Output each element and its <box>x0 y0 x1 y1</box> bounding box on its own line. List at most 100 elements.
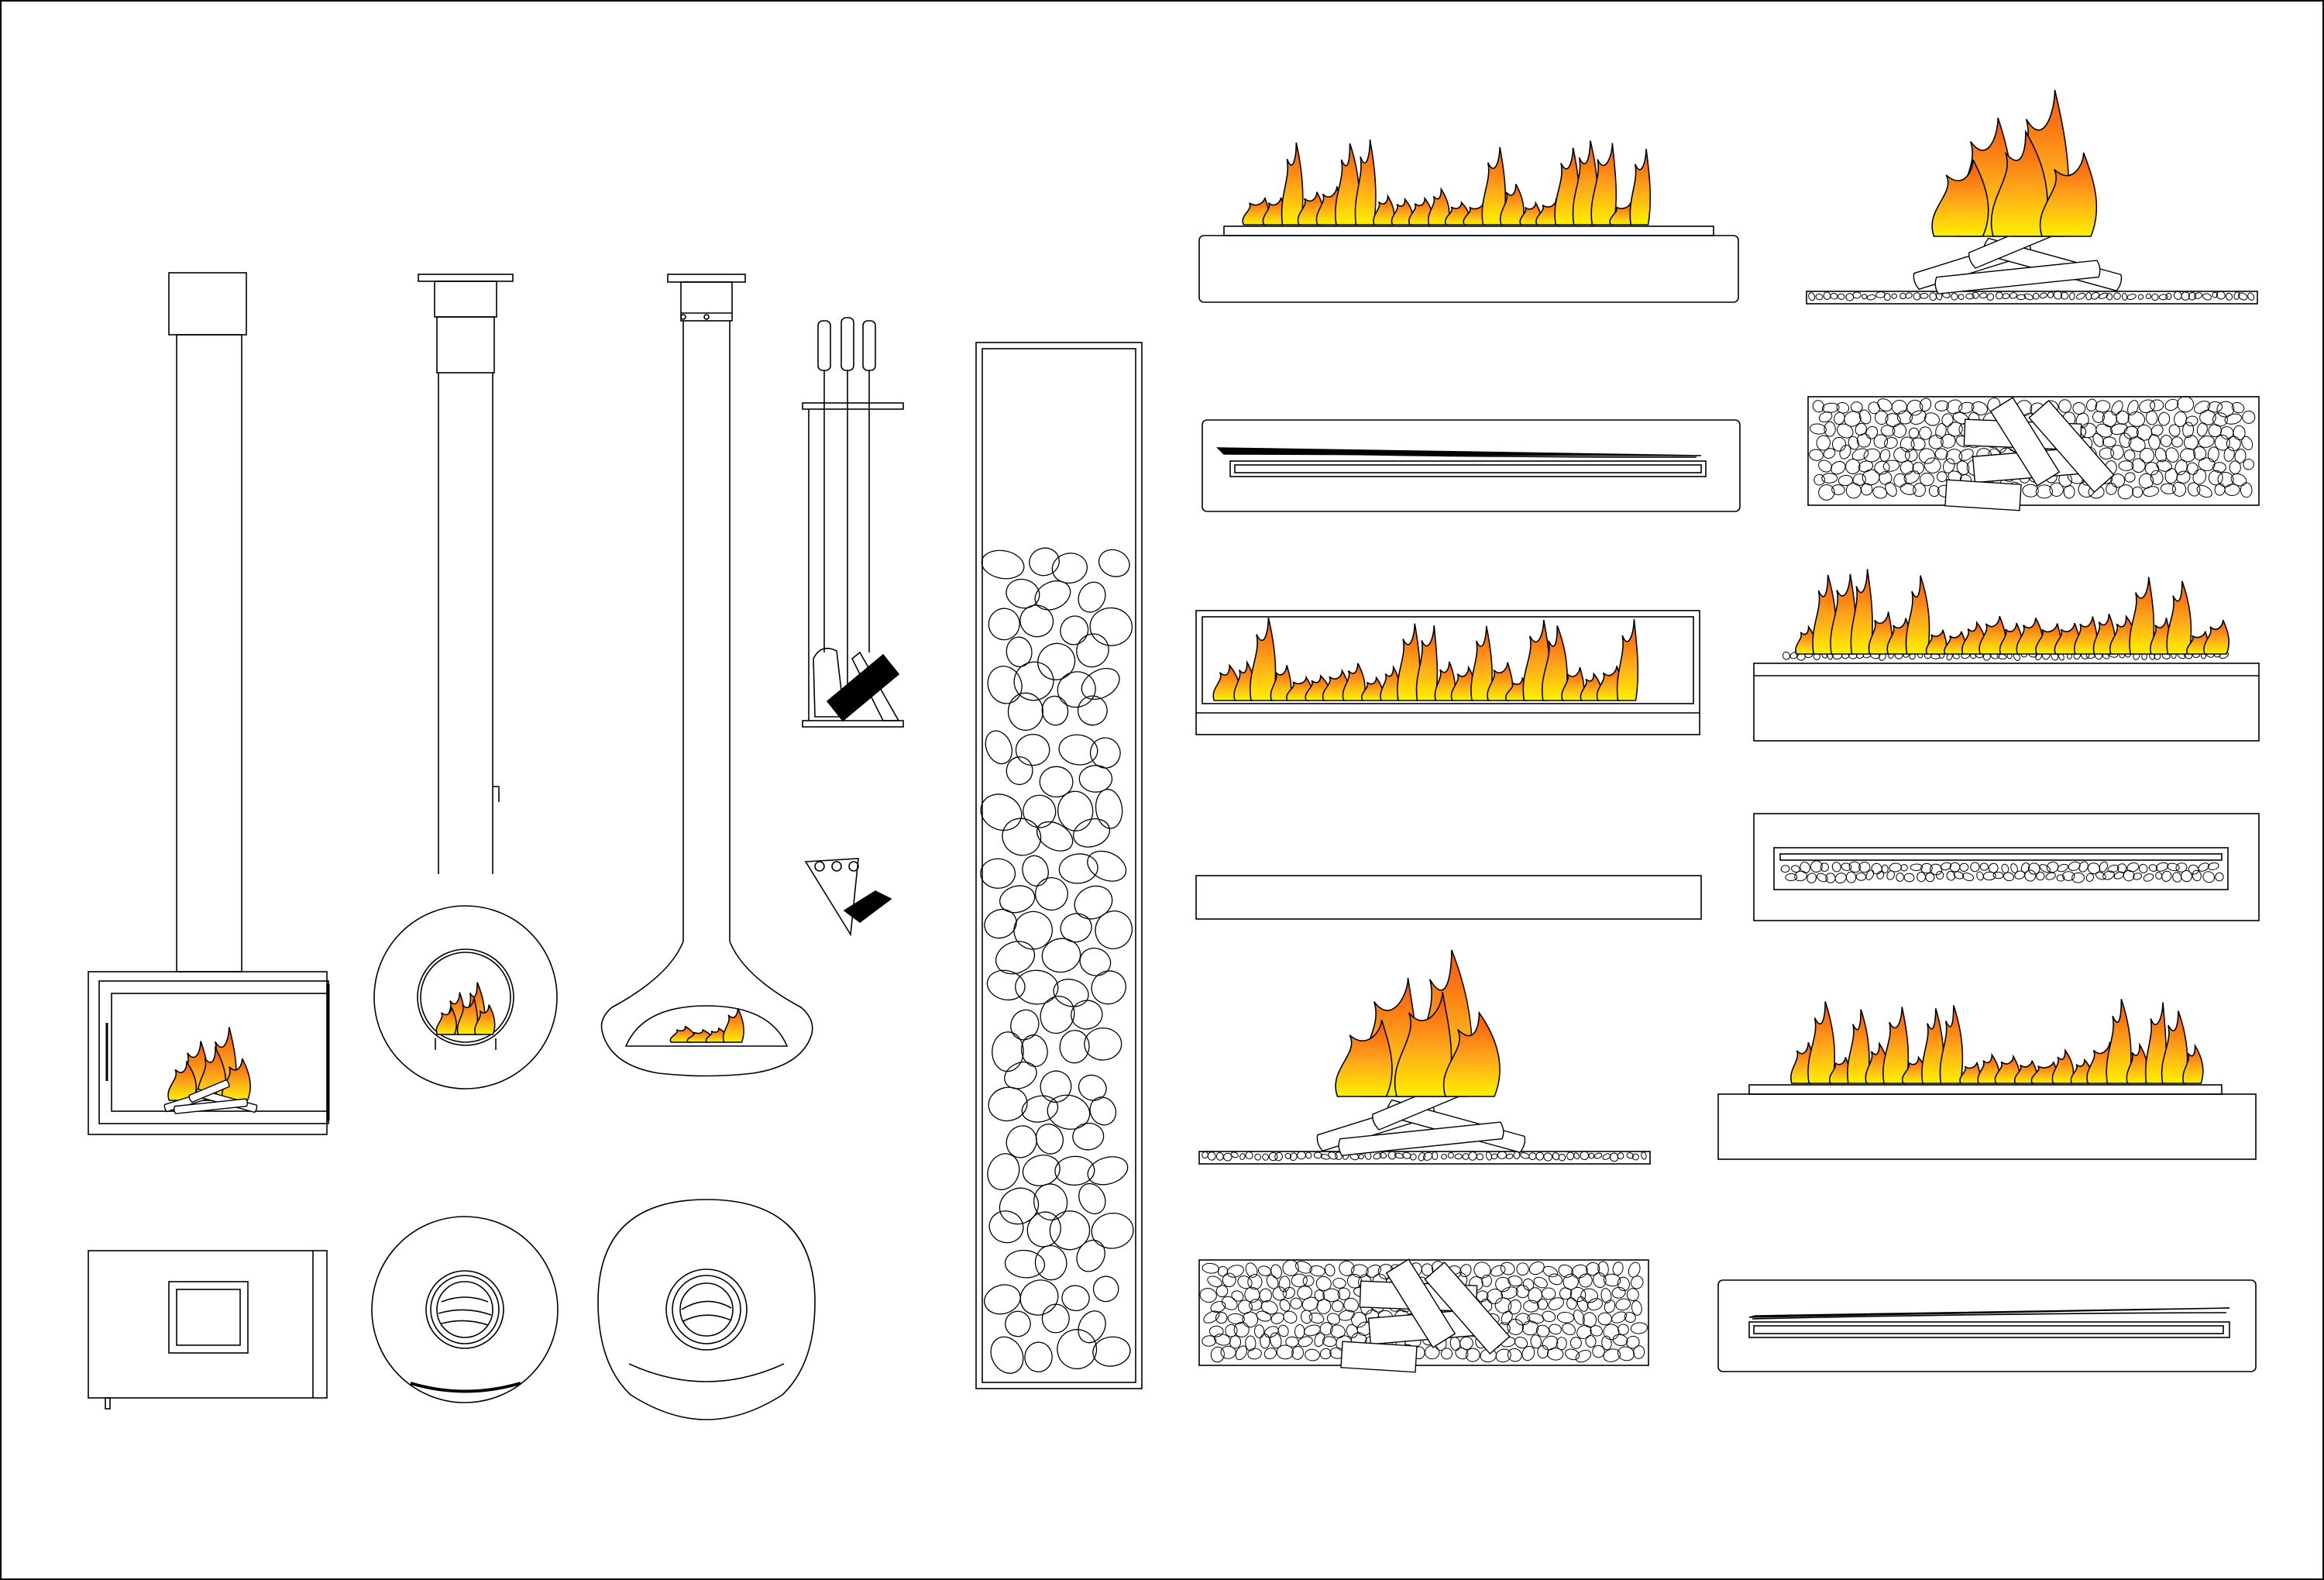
pebble-icon <box>1316 1299 1332 1314</box>
pebble-icon <box>2106 483 2117 495</box>
pebble-icon <box>1015 969 1059 1005</box>
pebble-icon <box>1628 1262 1641 1278</box>
pebble-icon <box>2187 462 2199 475</box>
pebble-icon <box>1908 427 1920 439</box>
pebble-icon <box>2202 293 2212 301</box>
pebble-icon <box>1831 436 1847 452</box>
pebble-icon <box>1891 293 1897 299</box>
pebble-icon <box>1830 292 1838 300</box>
burner-plan-2 <box>1753 813 2260 921</box>
framed-fireplace-front <box>1195 610 1700 735</box>
pebble-icon <box>1301 1296 1319 1311</box>
pebble-icon <box>1060 615 1089 645</box>
pebble-icon <box>1970 862 1980 873</box>
pebble-icon <box>1006 1125 1037 1158</box>
box-stove-side <box>88 1250 328 1410</box>
pebble-icon <box>1879 449 1891 462</box>
pebble-icon <box>1239 1153 1246 1160</box>
flame-icon <box>1427 187 1450 225</box>
pebble-icon <box>1254 1324 1265 1339</box>
pebble-icon <box>1979 862 1989 871</box>
pebble-icon <box>2194 401 2211 414</box>
log-fire-elevation-1 <box>1806 89 2258 305</box>
pebble-icon <box>1481 1274 1492 1287</box>
pebble-icon <box>1249 1299 1263 1311</box>
flame-icon <box>1481 146 1507 225</box>
pebble-icon <box>1913 483 1926 497</box>
pebble-icon <box>2173 291 2182 300</box>
pebble-icon <box>2106 292 2113 301</box>
pebble-icon <box>1562 1323 1576 1336</box>
pebble-icon <box>1331 1300 1344 1313</box>
pebble-icon <box>1597 1261 1609 1277</box>
pebble-icon <box>2099 292 2109 299</box>
pebble-icon <box>1418 1152 1426 1162</box>
pebble-icon <box>1542 1310 1556 1323</box>
pebble-icon <box>2229 460 2241 475</box>
pebble-icon <box>1215 1151 1224 1161</box>
pebble-icon <box>1543 1152 1553 1162</box>
pebble-icon <box>1631 1300 1642 1316</box>
log-icon <box>1340 1341 1418 1373</box>
pebble-icon <box>1058 853 1098 884</box>
pebble-icon <box>1343 1297 1359 1313</box>
pebble-icon <box>2161 870 2172 882</box>
pebble-icon <box>1089 607 1133 646</box>
pebble-icon <box>1641 1151 1647 1160</box>
pebble-icon <box>1260 1300 1278 1315</box>
pebble-icon <box>1199 1288 1217 1303</box>
pebble-icon <box>1297 1151 1306 1160</box>
pebble-icon <box>2238 292 2248 301</box>
log-fire-plan-1 <box>1807 396 2260 511</box>
pebble-icon <box>2185 415 2199 427</box>
pebble-icon <box>2182 422 2195 439</box>
pebble-icon <box>2126 294 2137 300</box>
pebble-icon <box>2090 291 2100 300</box>
pebble-icon <box>1866 294 1876 301</box>
pebble-icon <box>2226 435 2241 452</box>
pebble-icon <box>2138 863 2148 873</box>
pebble-icon <box>1891 400 1907 415</box>
pebble-icon <box>1923 412 1940 426</box>
pebble-icon <box>1593 1152 1603 1159</box>
pebble-icon <box>1928 435 1944 449</box>
pebble-icon <box>1880 425 1896 437</box>
pebble-icon <box>1946 870 1956 881</box>
pebble-icon <box>1026 1211 1061 1248</box>
pebble-icon <box>2160 435 2172 447</box>
pebble-icon <box>1879 471 1893 485</box>
pebble-icon <box>2217 471 2234 487</box>
pebble-icon <box>2039 864 2051 873</box>
pebble-icon <box>2165 447 2179 463</box>
flame-icon <box>167 1059 197 1101</box>
pebble-strip-2 <box>1782 650 2229 661</box>
pebble-icon <box>1962 873 1974 882</box>
pebble-icon <box>2049 482 2064 497</box>
pebble-icon <box>1959 862 1969 872</box>
pebble-icon <box>1845 482 1862 499</box>
pebble-icon <box>1245 1151 1253 1160</box>
pebble-icon <box>1455 1347 1469 1360</box>
pebble-icon <box>1917 872 1926 883</box>
pebble-icon <box>2208 470 2223 486</box>
pebble-icon <box>984 908 1017 939</box>
pebble-icon <box>1552 1152 1560 1161</box>
pebble-icon <box>1965 293 1975 300</box>
pebble-icon <box>1559 1287 1573 1300</box>
pebble-icon <box>1022 855 1049 886</box>
pebble-icon <box>1089 1096 1117 1126</box>
pebble-icon <box>1548 1297 1564 1310</box>
pebble-icon <box>2207 862 2219 870</box>
pebble-icon <box>2220 426 2234 440</box>
flame-icon <box>1335 1019 1393 1097</box>
pebble-icon <box>2181 870 2192 883</box>
pebble-icon <box>2110 473 2126 488</box>
pebble-icon <box>1274 1151 1283 1162</box>
pebble-icon <box>1576 1296 1588 1312</box>
flame-icon <box>456 997 479 1035</box>
pebble-icon <box>1259 1288 1272 1303</box>
pebble-icon <box>1004 1249 1046 1279</box>
pebble-icon <box>1207 1151 1216 1161</box>
pebble-icon <box>1892 423 1907 439</box>
pebble-icon <box>1930 863 1943 876</box>
